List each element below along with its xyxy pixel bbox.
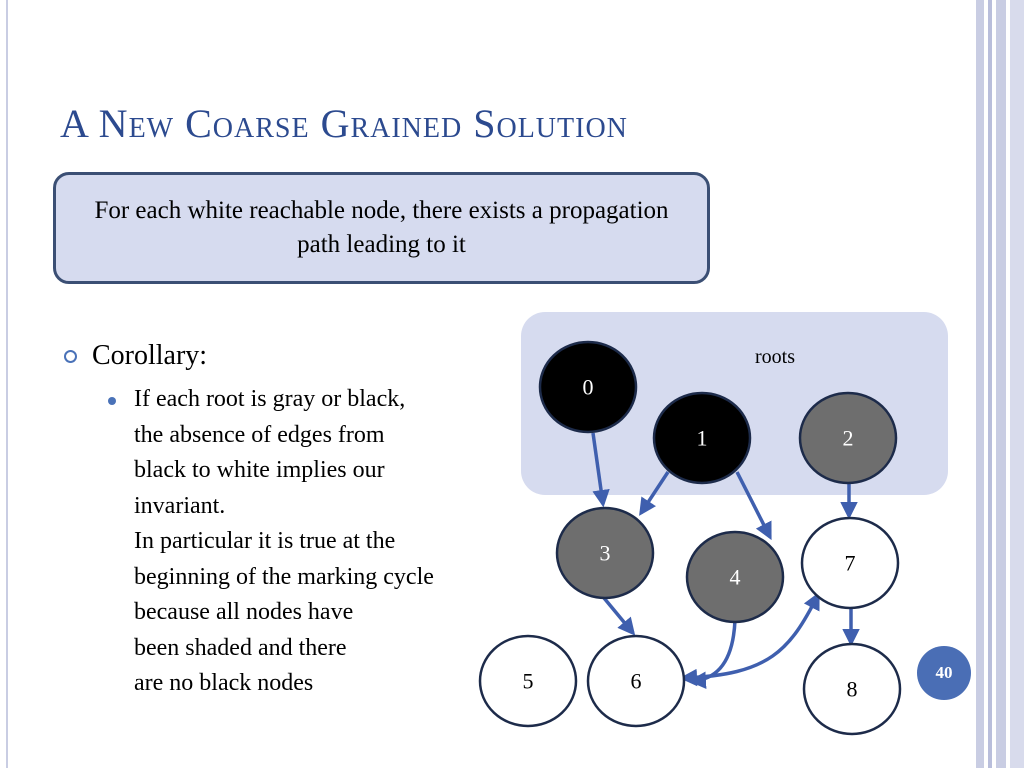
node-3: 3 [555, 506, 655, 600]
right-decor-bars [976, 0, 1024, 768]
node-label: 7 [845, 551, 856, 576]
sub-bullet: If each root is gray or black, the absen… [108, 382, 582, 702]
sub-bullet-line: been shaded and there [134, 634, 347, 661]
node-0: 0 [538, 340, 638, 434]
node-circle [800, 516, 900, 610]
bullet-dot-icon [108, 397, 116, 405]
graph-edges [591, 432, 860, 690]
sub-bullet-line: the absence of edges from [134, 421, 385, 448]
sub-bullet-line: because all nodes have [134, 599, 354, 625]
node-circle [685, 530, 785, 624]
node-circle [555, 506, 655, 600]
node-label: 5 [523, 669, 534, 694]
sub-bullet-line: are no black nodes [134, 670, 314, 696]
node-circle [802, 642, 902, 736]
node-label: 2 [843, 426, 854, 451]
left-decor-rule [6, 0, 8, 768]
node-label: 1 [697, 426, 708, 451]
node-label: 6 [631, 669, 642, 694]
node-8: 8 [802, 642, 902, 736]
page-number: 40 [935, 663, 953, 682]
sub-bullet-line: invariant. [134, 492, 226, 519]
node-1: 1 [652, 391, 752, 485]
node-2: 2 [798, 391, 898, 485]
node-5: 5 [478, 634, 578, 728]
sub-bullet-line: In particular it is true at the [134, 528, 396, 554]
node-4: 4 [685, 530, 785, 624]
page-number-badge: 40 [917, 646, 971, 700]
bullet-corollary-text: Corollary: [92, 340, 208, 371]
sub-bullet-line: beginning of the marking cycle [134, 563, 434, 590]
slide-title: A New Coarse Grained Solution [60, 101, 628, 146]
sub-bullet-line: black to white implies our [134, 457, 385, 483]
node-circle [652, 391, 752, 485]
node-circle [798, 391, 898, 485]
sub-bullet-line: If each root is gray or black, [134, 386, 406, 412]
edge-1-4 [735, 471, 772, 541]
node-label: 0 [583, 375, 594, 400]
node-circle [538, 340, 638, 434]
node-label: 3 [600, 541, 611, 566]
edge-1-3 [639, 471, 670, 516]
edge-0-3 [591, 432, 610, 508]
bullet-corollary: Corollary: [62, 336, 582, 376]
edge-3-6 [602, 596, 636, 636]
node-label: 8 [847, 677, 858, 702]
callout-text: For each white reachable node, there exi… [94, 197, 669, 258]
node-label: 4 [730, 565, 741, 590]
edge-6-7 [679, 591, 820, 687]
node-circle [478, 634, 578, 728]
bullet-ring-icon [64, 350, 77, 363]
node-6: 6 [586, 634, 686, 728]
node-7: 7 [800, 516, 900, 610]
bullet-list: Corollary: If each root is gray or black… [62, 336, 582, 702]
graph-nodes: 0 1 2 3 4 5 6 7 8 [478, 340, 902, 736]
invariant-callout: For each white reachable node, there exi… [53, 172, 710, 284]
node-circle [586, 634, 686, 728]
roots-label: roots [755, 346, 795, 368]
